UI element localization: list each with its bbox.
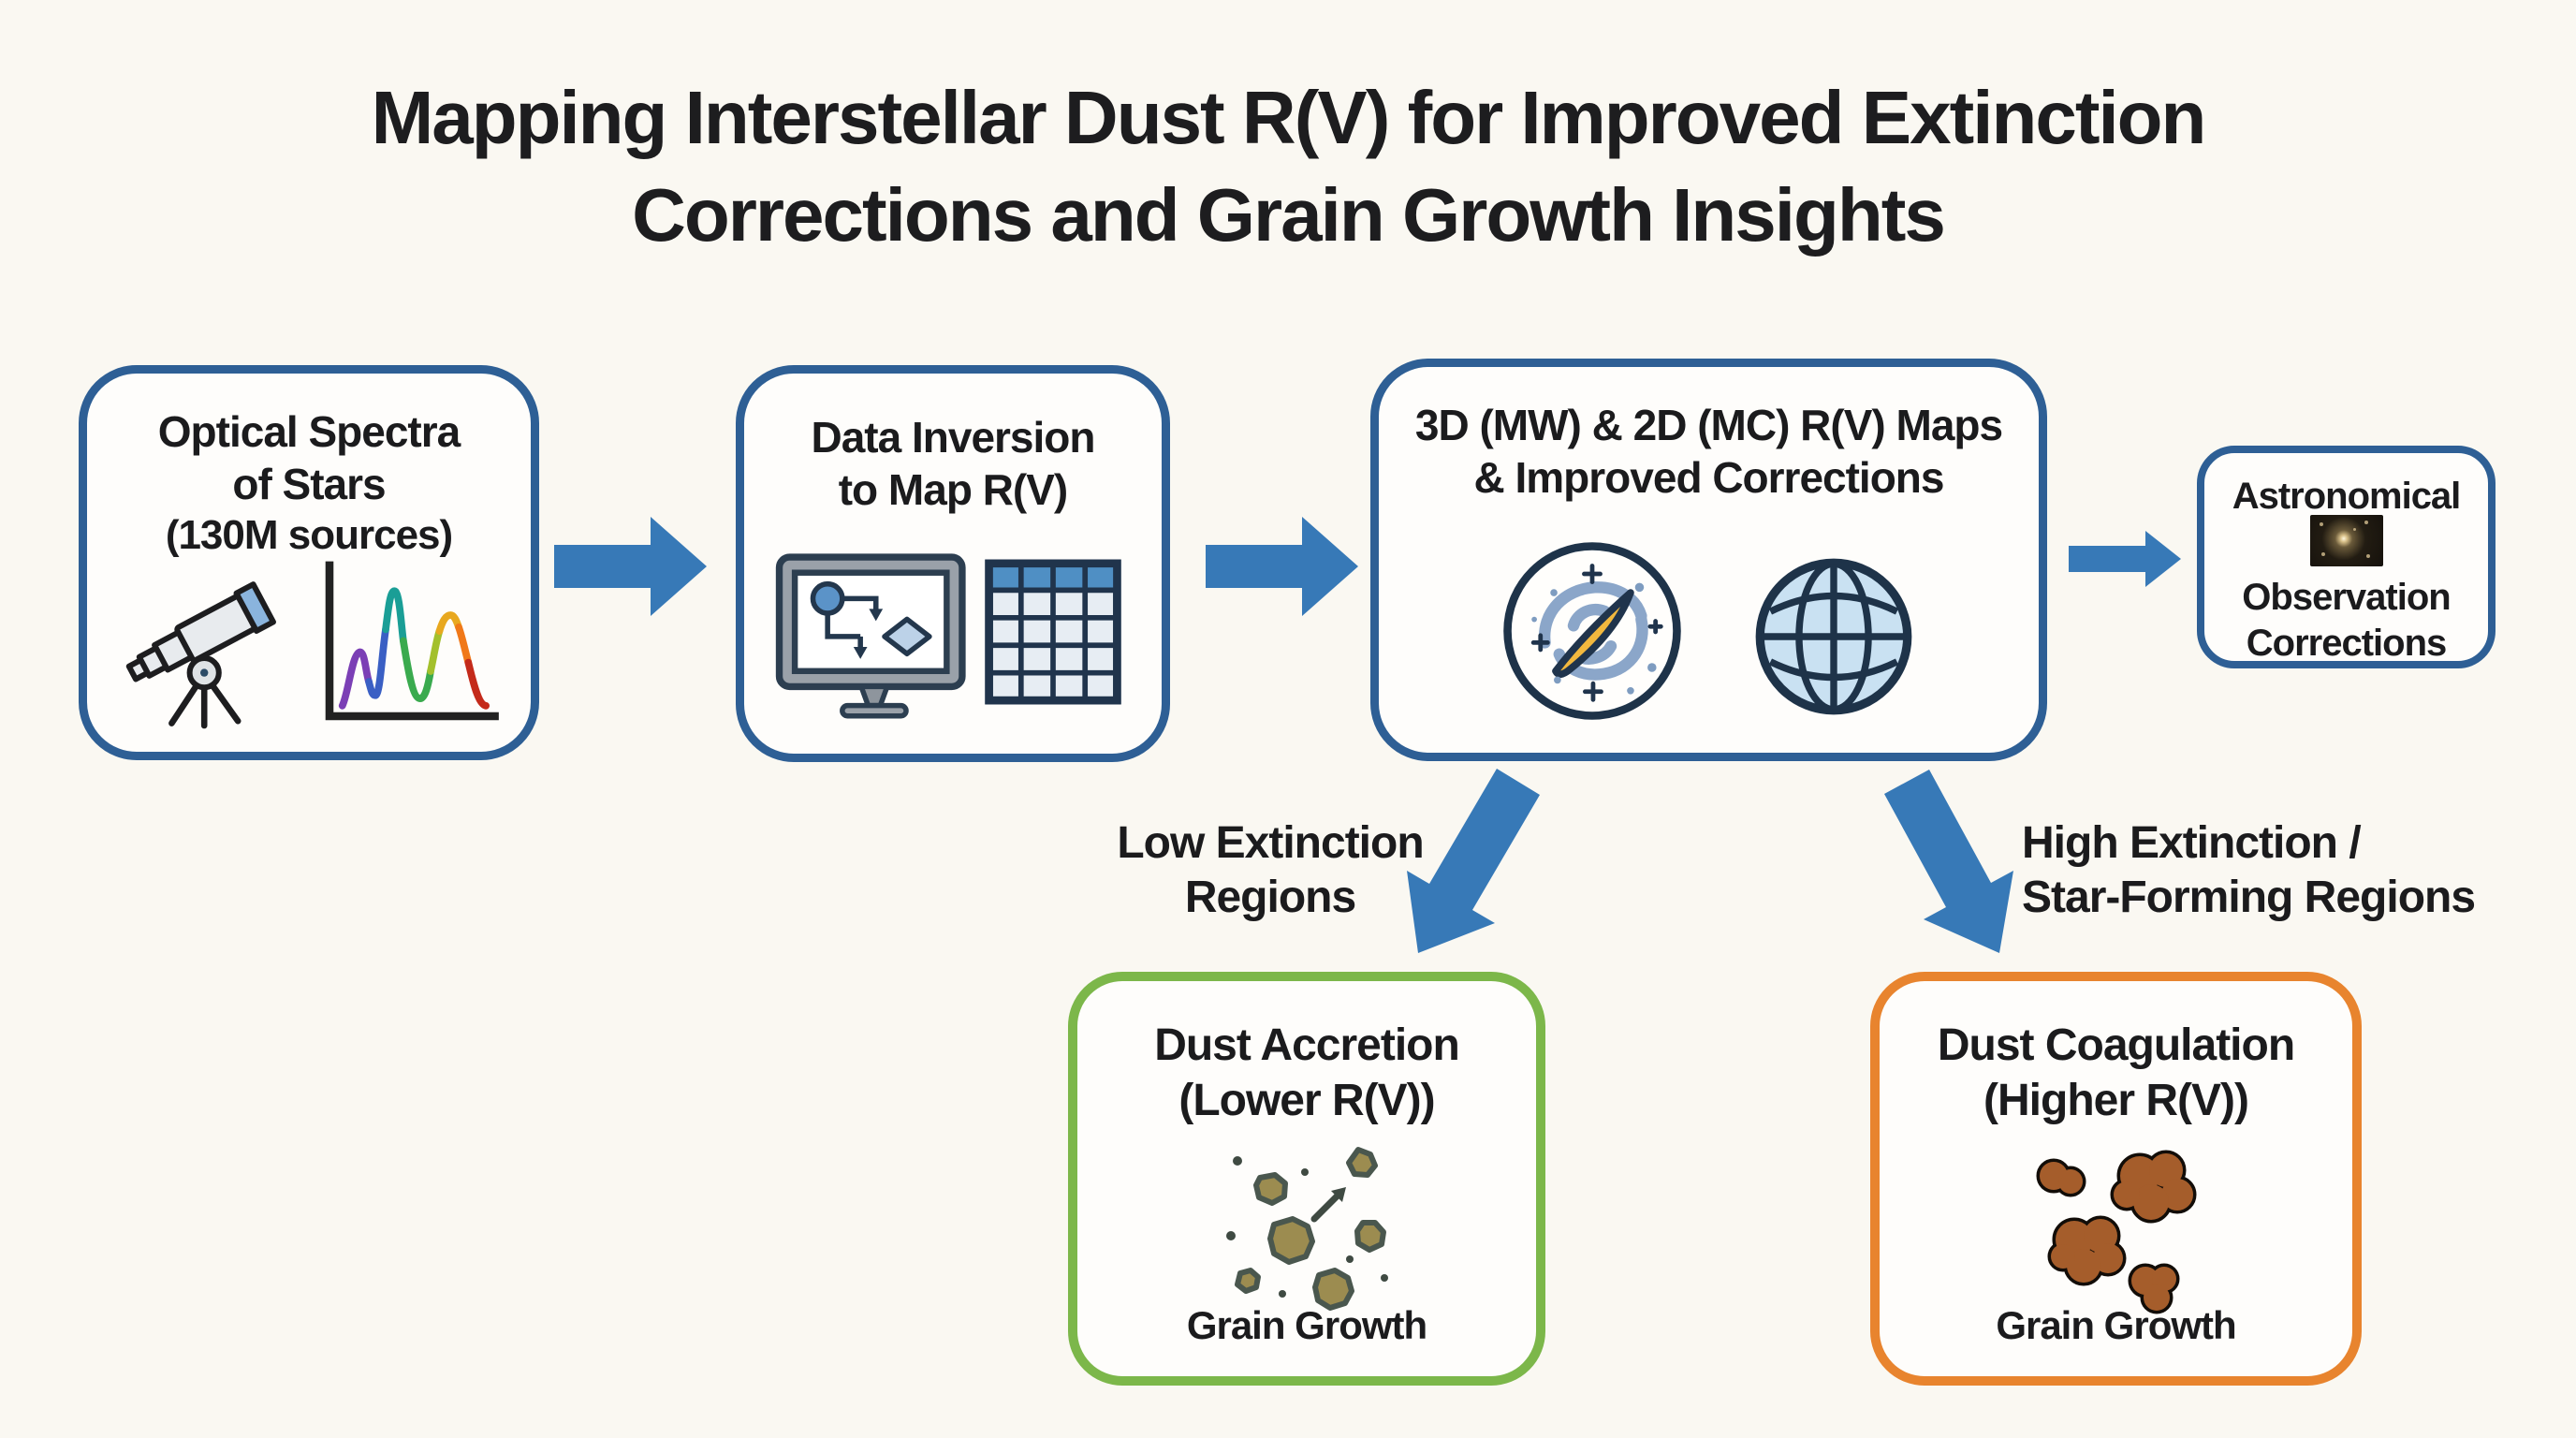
node-subtitle: (130M sources) [165,512,453,559]
spectrum-icon [325,561,499,721]
page-title: Mapping Interstellar Dust R(V) for Impro… [0,69,2576,264]
arrow-right-icon [1206,517,1358,616]
label-line: Regions [1184,873,1356,922]
node-title-line: (Lower R(V)) [1178,1075,1435,1125]
node-title-line: of Stars [232,460,386,509]
node-dust-accretion: Dust Accretion (Lower R(V)) [1068,972,1545,1386]
node-title-line: Astronomical [2232,476,2462,517]
node-optical-spectra: Optical Spectra of Stars (130M sources) [79,365,539,760]
node-title-line: Corrections [2246,622,2448,664]
node-dust-coagulation: Dust Coagulation (Higher R(V)) [1870,972,2362,1386]
label-line: Star-Forming Regions [2022,873,2476,922]
globe-icon [1755,558,1912,715]
monitor-flowchart-icon [775,553,966,719]
grain-growth-caption: Grain Growth [1186,1303,1427,1347]
arrow-right-icon [554,517,707,616]
arrow-down-right-icon [1884,770,2013,953]
label-low-extinction: Low Extinction Regions [1083,816,1457,925]
node-observation-corrections: Astronomical Observation Corrections [2197,446,2496,668]
node-title-line: Dust Accretion [1154,1020,1460,1070]
telescope-icon [125,581,276,729]
label-high-extinction: High Extinction / Star-Forming Regions [2022,816,2509,925]
node-title-line: (Higher R(V)) [1983,1075,2249,1125]
title-line-2: Corrections and Grain Growth Insights [632,173,1946,257]
data-table-icon [985,559,1121,705]
grain-growth-caption: Grain Growth [1996,1303,2236,1347]
dust-grains-icon [1226,1147,1388,1311]
node-title-line: Dust Coagulation [1937,1020,2295,1070]
node-title-line: Data Inversion [811,413,1096,462]
label-line: Low Extinction [1117,818,1424,868]
starfield-image [2309,515,2383,566]
node-rv-maps: 3D (MW) & 2D (MC) R(V) Maps & Improved C… [1370,359,2047,761]
label-line: High Extinction / [2022,818,2362,868]
title-line-1: Mapping Interstellar Dust R(V) for Impro… [371,76,2207,159]
galaxy-icon [1503,542,1681,720]
node-data-inversion: Data Inversion to Map R(V) [736,365,1170,762]
node-title-line: Observation [2242,577,2451,618]
node-title-line: & Improved Corrections [1473,453,1945,503]
arrow-right-icon [2069,531,2181,587]
node-title-line: to Map R(V) [838,465,1069,515]
dust-clumps-icon [2036,1150,2197,1314]
node-title-line: 3D (MW) & 2D (MC) R(V) Maps [1414,401,2003,449]
node-title-line: Optical Spectra [157,407,461,456]
